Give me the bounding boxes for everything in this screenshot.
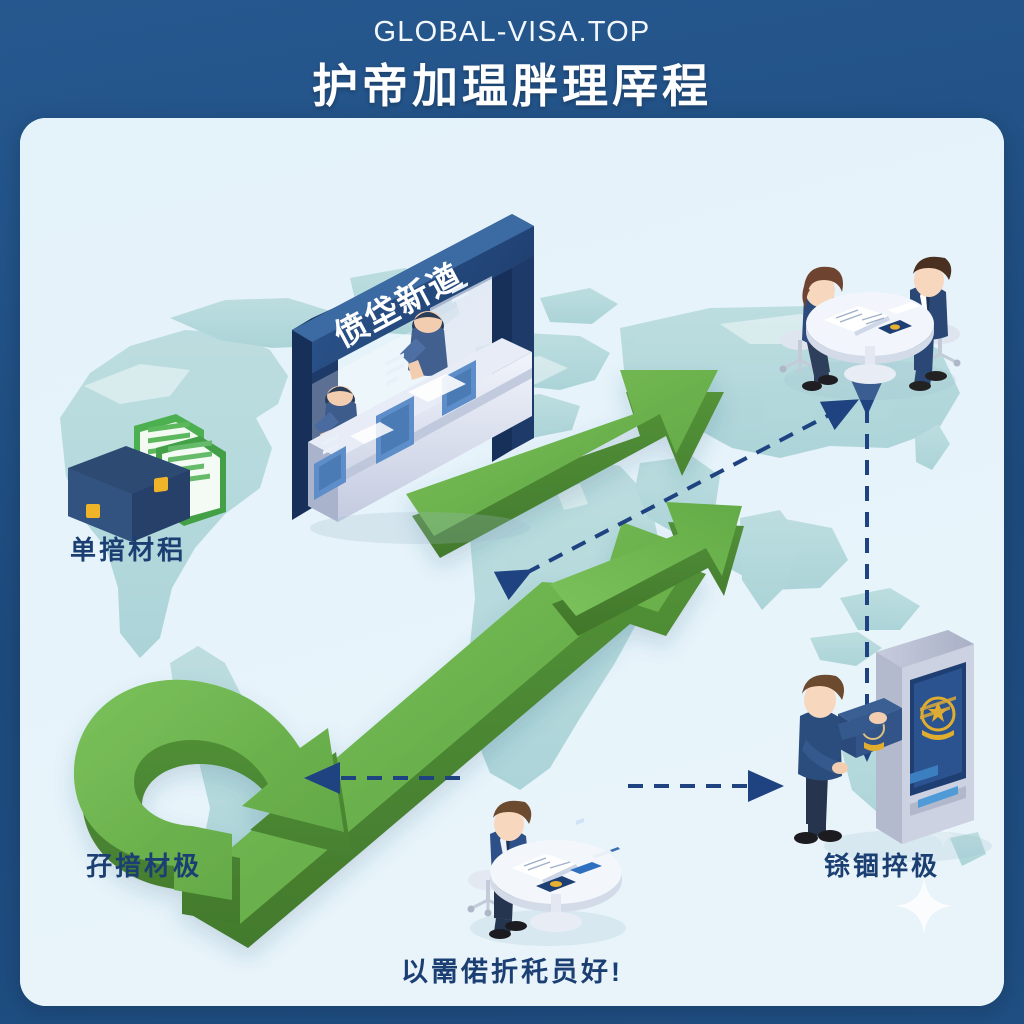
desk-scene — [452, 776, 642, 956]
label-materials: 单揞材稆 — [70, 535, 187, 565]
briefcase-icon — [68, 446, 190, 542]
passport-icon — [878, 320, 912, 334]
page-title: 护帝加瑥胖理厗程 — [312, 60, 712, 112]
counter-monitor-center — [376, 352, 414, 464]
officer-right — [400, 311, 448, 380]
sparkle-icon — [892, 874, 956, 938]
counter-monitor-left — [314, 434, 346, 500]
open-notebook — [512, 854, 578, 884]
service-counter-scene: 偾垈新遒 — [280, 188, 550, 558]
label-submission: 孖揞材极 — [86, 851, 203, 881]
poster-header: GLOBAL-VISA.TOP 护帝加瑥胖理厗程 — [0, 0, 1024, 112]
person-at-kiosk — [794, 674, 887, 844]
sparkle-small-icon — [926, 818, 960, 852]
open-document — [824, 306, 890, 336]
id-card-icon — [570, 817, 602, 874]
diagonal-dashed-arrow — [493, 399, 860, 601]
passport-on-desk — [536, 876, 576, 892]
documents-scene — [58, 408, 228, 548]
brand-title: GLOBAL-VISA.TOP — [373, 16, 651, 48]
label-kiosk: 铩锢捽极 — [824, 851, 941, 881]
footer-caption: 以罱偌折秅员好! — [401, 957, 623, 987]
dashed-connectors — [20, 118, 1004, 1006]
kiosk-scene — [778, 608, 998, 868]
meeting-scene — [762, 228, 977, 408]
content-card: 单揞材稆 — [20, 118, 1004, 1006]
